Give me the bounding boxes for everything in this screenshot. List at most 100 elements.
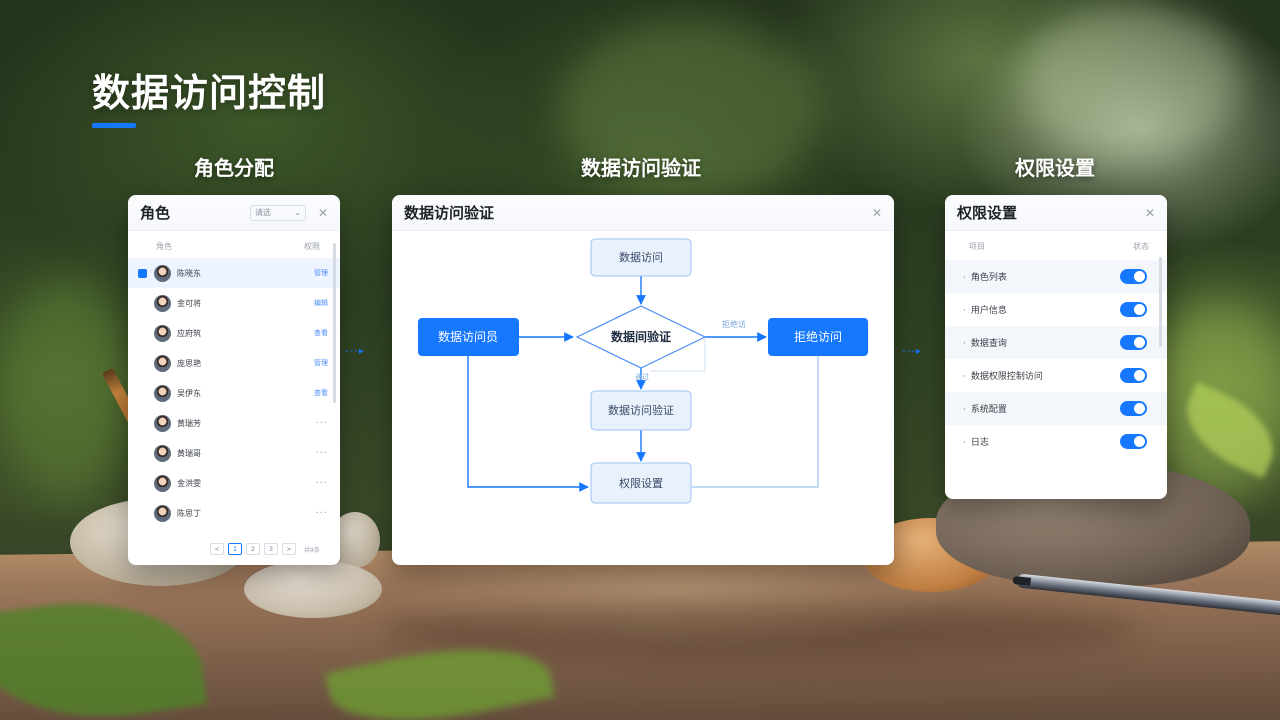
connector-arrow: ‑‑‑▸ (345, 346, 365, 357)
page-title: 数据访问控制 (92, 71, 327, 115)
flow-edge (650, 337, 706, 372)
page-number-button[interactable]: 1 (228, 543, 242, 555)
permission-card-header: 权限设置 ✕ (945, 195, 1167, 231)
next-page-button[interactable]: > (282, 543, 296, 555)
close-icon[interactable]: ✕ (871, 205, 882, 220)
stone (244, 560, 382, 618)
permission-toggle[interactable] (1120, 434, 1147, 449)
avatar (154, 474, 171, 492)
more-icon[interactable]: ··· (315, 477, 328, 489)
role-user-name: 庞思艳 (177, 358, 201, 368)
item-column-header: 项目 (969, 242, 985, 251)
role-row[interactable]: 黄瑞芳 ··· (128, 408, 340, 438)
permission-card-title: 权限设置 (957, 204, 1018, 222)
role-filter-select[interactable]: 请选 ⌄ (249, 204, 306, 221)
flow-card-title: 数据访问验证 (404, 204, 495, 222)
flow-node-perm (590, 462, 692, 504)
role-row[interactable]: 金可将编辑 (128, 288, 340, 318)
role-permission-tag: 管理 (314, 269, 328, 277)
role-row[interactable]: 陈晓东 管理 (128, 258, 340, 288)
foliage-blur (0, 280, 130, 500)
permission-row: 用户信息 (945, 293, 1167, 326)
flow-node-check (590, 390, 692, 431)
role-permission-tag: 查看 (314, 389, 328, 397)
flow-edge (692, 355, 819, 488)
permission-toggle[interactable] (1120, 302, 1147, 317)
flow-edge-label-yes: 通过 (635, 372, 649, 381)
row-checkbox[interactable] (138, 359, 147, 368)
permission-list: 角色列表用户信息数据查询数据权限控制访问系统配置日志 (945, 260, 1167, 458)
close-icon[interactable]: ✕ (317, 205, 328, 220)
page-number-button[interactable]: 3 (264, 543, 278, 555)
pagination-total: 共9条 (304, 546, 320, 554)
role-user-name: 黄瑞芳 (177, 418, 201, 428)
permission-row: 数据查询 (945, 326, 1167, 359)
role-row[interactable]: 黄瑞哥 ··· (128, 438, 340, 468)
foliage-blur (560, 20, 820, 200)
row-checkbox[interactable] (138, 329, 147, 338)
role-user-name: 吴伊东 (177, 388, 201, 398)
flow-node-start-label: 数据访问 (619, 250, 663, 264)
row-checkbox[interactable] (138, 449, 147, 458)
status-column-header: 状态 (1133, 242, 1149, 251)
role-list: 陈晓东管理金可将编辑应府筑查看庞思艳管理吴伊东查看黄瑞芳···黄瑞哥···金洪雯… (128, 258, 340, 528)
row-checkbox[interactable] (138, 419, 147, 428)
section-title-verify: 数据访问验证 (581, 156, 701, 180)
role-card: 角色 请选 ⌄ ✕ 角色 权限 陈晓东管理金可将编辑应府筑查看庞思艳管理吴伊东查… (128, 195, 340, 565)
flow-node-request (418, 318, 519, 356)
permission-column-header: 权限 (304, 242, 320, 251)
prev-page-button[interactable]: < (210, 543, 224, 555)
scrollbar[interactable] (1159, 257, 1162, 347)
permission-row: 系统配置 (945, 392, 1167, 425)
flow-node-decision (575, 305, 707, 369)
more-icon[interactable]: ··· (315, 447, 328, 459)
row-checkbox[interactable] (138, 509, 147, 518)
row-checkbox[interactable] (138, 479, 147, 488)
avatar (154, 414, 171, 432)
more-icon[interactable]: ··· (315, 507, 328, 519)
avatar (154, 354, 171, 372)
role-card-title: 角色 (140, 204, 171, 222)
permission-toggle[interactable] (1120, 368, 1147, 383)
flow-node-decision-label: 数据间验证 (611, 329, 671, 344)
permission-label: 用户信息 (963, 303, 1007, 316)
permission-row: 角色列表 (945, 260, 1167, 293)
permission-label: 数据查询 (963, 336, 1007, 349)
permission-label: 系统配置 (963, 402, 1007, 415)
role-user-name: 陈思丁 (177, 508, 201, 518)
flow-node-request-label: 数据访问员 (438, 329, 498, 344)
avatar (154, 324, 171, 342)
role-user-name: 金洪雯 (177, 478, 201, 488)
close-icon[interactable]: ✕ (1144, 205, 1155, 220)
permission-toggle[interactable] (1120, 269, 1147, 284)
more-icon[interactable]: ··· (315, 417, 328, 429)
flow-node-result-label: 拒绝访问 (794, 329, 842, 344)
permission-row: 数据权限控制访问 (945, 359, 1167, 392)
scrollbar[interactable] (333, 243, 336, 403)
role-user-name: 黄瑞哥 (177, 448, 201, 458)
permission-label: 角色列表 (963, 270, 1007, 283)
permission-list-header: 项目 状态 (945, 231, 1167, 260)
avatar (154, 384, 171, 402)
role-row[interactable]: 金洪雯 ··· (128, 468, 340, 498)
role-list-header: 角色 权限 (128, 231, 340, 258)
role-row[interactable]: 陈思丁 ··· (128, 498, 340, 528)
role-permission-tag: 管理 (314, 359, 328, 367)
flow-node-perm-label: 权限设置 (619, 477, 663, 490)
role-row[interactable]: 吴伊东 查看 (128, 378, 340, 408)
permission-toggle[interactable] (1120, 401, 1147, 416)
row-checkbox[interactable] (138, 389, 147, 398)
avatar (154, 264, 171, 282)
row-checkbox[interactable] (138, 268, 147, 278)
permission-toggle[interactable] (1120, 335, 1147, 350)
flow-card: 数据访问验证 ✕ 数据访问 数据访问员 数据间验证 拒绝访 通过 拒绝访问 数据… (392, 195, 894, 565)
role-user-name: 陈晓东 (177, 268, 201, 278)
role-row[interactable]: 应府筑查看 (128, 318, 340, 348)
foliage-blur (1020, 0, 1240, 160)
row-checkbox[interactable] (138, 299, 147, 308)
role-row[interactable]: 庞思艳 管理 (128, 348, 340, 378)
flow-edge-label-no: 拒绝访 (722, 319, 746, 329)
role-user-name: 金可将 (177, 298, 201, 308)
page-number-button[interactable]: 2 (246, 543, 260, 555)
